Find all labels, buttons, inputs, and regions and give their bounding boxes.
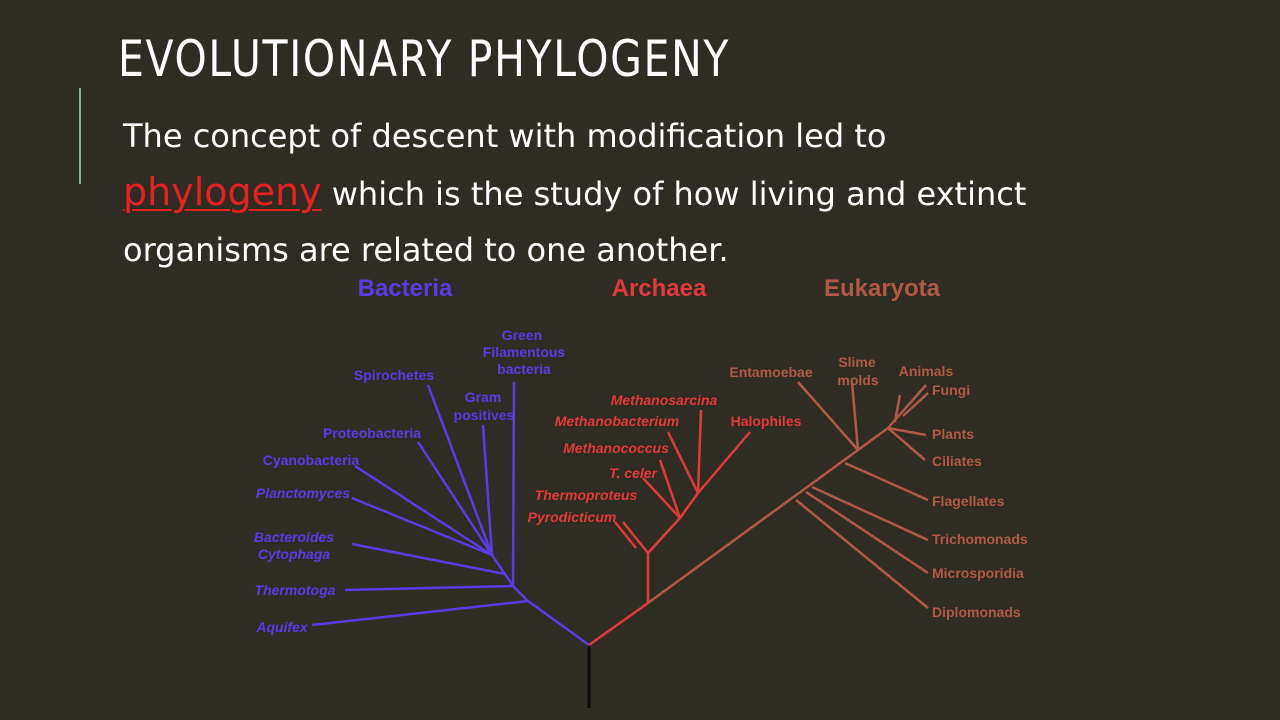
label-halophiles: Halophiles: [731, 413, 802, 429]
label-trichomonads: Trichomonads: [932, 531, 1028, 547]
label-thermoproteus: Thermoproteus: [535, 487, 638, 503]
eukaryota-branches: [647, 381, 929, 609]
label-diplomonads: Diplomonads: [932, 604, 1021, 620]
label-slime: Slime: [838, 354, 876, 370]
label-proteobacteria: Proteobacteria: [323, 425, 421, 441]
slide-body: The concept of descent with modification…: [123, 108, 1163, 278]
label-aquifex: Aquifex: [255, 619, 309, 635]
label-ciliates: Ciliates: [932, 453, 982, 469]
label-molds: molds: [837, 372, 878, 388]
label-thermotoga: Thermotoga: [255, 582, 336, 598]
label-cytophaga: Cytophaga: [258, 546, 331, 562]
label-animals: Animals: [899, 363, 954, 379]
label-bacteroides: Bacteroides: [254, 529, 334, 545]
label-planctomyces: Planctomyces: [256, 485, 350, 501]
label-cyanobacteria: Cyanobacteria: [263, 452, 360, 468]
label-gram-1: Gram: [465, 389, 502, 405]
phylogeny-keyword-link[interactable]: phylogeny: [123, 170, 322, 214]
label-t-celer: T. celer: [609, 465, 659, 481]
archaea-labels: Methanosarcina Methanobacterium Halophil…: [528, 392, 802, 525]
label-methanococcus: Methanococcus: [563, 440, 669, 456]
domain-label-eukaryota: Eukaryota: [824, 275, 941, 302]
eukaryota-labels: Entamoebae Slime molds Animals Fungi Pla…: [729, 354, 1028, 620]
domain-label-archaea: Archaea: [612, 275, 707, 302]
label-plants: Plants: [932, 426, 974, 442]
label-pyrodicticum: Pyrodicticum: [528, 509, 617, 525]
label-green-filamentous-1: Green: [502, 327, 542, 343]
domain-label-bacteria: Bacteria: [358, 275, 453, 302]
accent-bar: [79, 88, 81, 184]
bacteria-branches: [311, 381, 590, 647]
label-fungi: Fungi: [932, 382, 970, 398]
label-green-filamentous-3: bacteria: [497, 361, 551, 377]
archaea-branches: [588, 409, 751, 647]
label-gram-2: positives: [454, 407, 515, 423]
slide-title: EVOLUTIONARY PHYLOGENY: [118, 30, 731, 88]
label-microsporidia: Microsporidia: [932, 565, 1024, 581]
label-flagellates: Flagellates: [932, 493, 1005, 509]
label-methanobacterium: Methanobacterium: [555, 413, 679, 429]
label-entamoebae: Entamoebae: [729, 364, 812, 380]
body-text-before: The concept of descent with modification…: [123, 117, 887, 155]
label-spirochetes: Spirochetes: [354, 367, 434, 383]
body-text-after: which is the study of how living and ext…: [123, 175, 1027, 269]
bacteria-labels: Green Filamentous bacteria Gram positive…: [254, 327, 566, 635]
label-methanosarcina: Methanosarcina: [611, 392, 718, 408]
label-green-filamentous-2: Filamentous: [483, 344, 566, 360]
